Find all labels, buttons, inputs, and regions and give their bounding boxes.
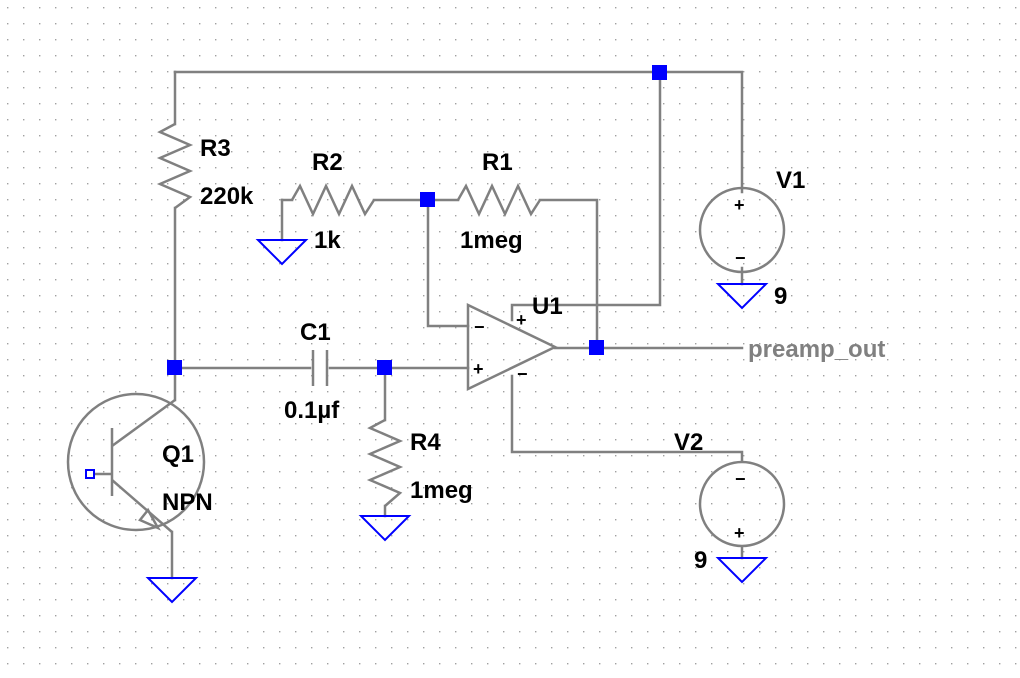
opamp-u1-body — [466, 303, 558, 391]
r2-ref-label: R2 — [312, 149, 343, 176]
q1-body — [66, 392, 206, 532]
v2-ref-label: V2 — [674, 429, 703, 456]
resistor-r3-body — [156, 122, 194, 210]
junction-feedback-node — [420, 192, 435, 207]
ground-q1-icon — [145, 577, 199, 604]
q1-emitter-lead — [111, 479, 173, 533]
wire-top-rail[interactable] — [173, 70, 744, 194]
wires — [170, 70, 744, 580]
junction-noninv-input — [377, 360, 392, 375]
wire-r1-to-out[interactable] — [538, 198, 599, 350]
resistor-r1-body — [456, 183, 542, 217]
q1-ref-label: Q1 — [162, 441, 194, 468]
r4-ref-label: R4 — [410, 429, 441, 456]
ground-v1-icon — [715, 283, 769, 310]
v2-body — [698, 460, 786, 548]
wire-node-to-inv[interactable] — [426, 198, 470, 328]
v1-plus-label: + — [734, 195, 745, 215]
r3-value-label: 220k — [200, 183, 254, 210]
resistor-r4[interactable]: R4 1meg — [366, 418, 473, 507]
ground-v2-icon — [715, 557, 769, 584]
r3-ref-label: R3 — [200, 135, 231, 162]
r2-value-label: 1k — [314, 227, 341, 254]
opamp-u1[interactable]: − + + − U1 — [466, 293, 563, 391]
wire-vplus-to-rail[interactable] — [510, 70, 662, 322]
voltage-source-v2[interactable]: − + V2 9 — [674, 429, 786, 574]
opamp-vminus-pin-label: − — [517, 364, 528, 384]
v2-plus-label: + — [734, 523, 745, 543]
ground-r4-icon — [358, 515, 412, 542]
v1-value-label: 9 — [774, 283, 787, 310]
resistor-r2[interactable]: R2 1k — [290, 149, 376, 254]
q1-emitter-arrow — [138, 507, 161, 531]
junction-output — [589, 340, 604, 355]
v1-body — [698, 186, 786, 274]
q1-value-label: NPN — [162, 489, 213, 516]
r1-ref-label: R1 — [482, 149, 513, 176]
voltage-source-v1[interactable]: + − V1 9 — [698, 167, 805, 310]
wire-vminus-to-v2[interactable] — [510, 374, 744, 462]
r4-value-label: 1meg — [410, 477, 473, 504]
u1-ref-label: U1 — [532, 293, 563, 320]
resistor-r1[interactable]: R1 1meg — [456, 149, 542, 254]
resistor-r3[interactable]: R3 220k — [156, 122, 254, 210]
resistor-r2-body — [290, 183, 376, 217]
v2-minus-label: − — [735, 469, 746, 489]
v1-ref-label: V1 — [776, 167, 805, 194]
q1-collector-lead — [111, 398, 176, 448]
transistor-q1[interactable]: Q1 NPN — [66, 392, 213, 533]
net-label-preamp-out[interactable]: preamp_out — [748, 336, 885, 363]
opamp-vplus-pin-label: + — [516, 310, 527, 330]
v2-value-label: 9 — [694, 547, 707, 574]
ground-r2-icon — [255, 239, 309, 266]
capacitor-c1[interactable]: C1 0.1µf — [284, 319, 340, 424]
c1-value-label: 0.1µf — [284, 397, 340, 424]
junction-collector — [167, 360, 182, 375]
junction-top-rail — [652, 65, 667, 80]
opamp-noninverting-pin-label: + — [473, 359, 484, 379]
v1-minus-label: − — [735, 248, 746, 268]
q1-base-terminal — [85, 469, 95, 479]
resistor-r4-body — [366, 418, 404, 507]
r1-value-label: 1meg — [460, 227, 523, 254]
opamp-inverting-pin-label: − — [474, 317, 485, 337]
c1-ref-label: C1 — [300, 319, 331, 346]
